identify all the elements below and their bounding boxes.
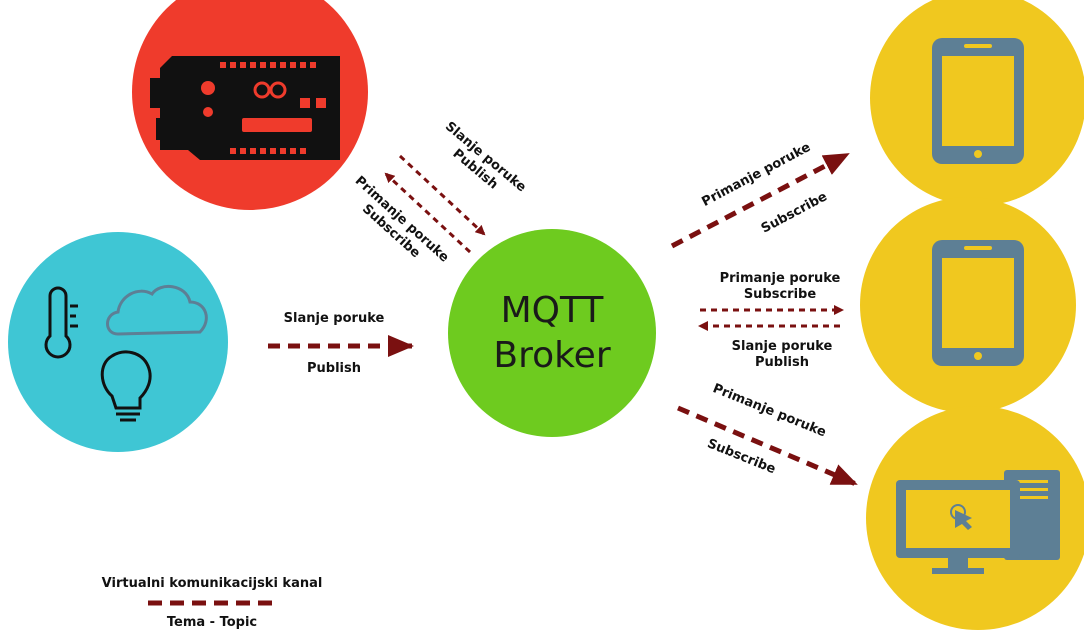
label-sensors-publish-2: Publish [307, 361, 361, 376]
arrow-phone-top-subscribe [670, 151, 850, 249]
cloud-icon [106, 285, 208, 336]
label-phone-top-1: Primanje poruke [700, 140, 814, 210]
label-phone-mid-sub-2: Subscribe [744, 287, 817, 302]
arduino-board-icon [150, 56, 340, 160]
desktop-computer-icon [896, 470, 1060, 574]
label-phone-mid-sub-1: Primanje poruke [720, 271, 841, 286]
arduino-node [132, 0, 368, 210]
label-sensors-publish-1: Slanje poruke [284, 311, 385, 326]
legend-caption: Tema - Topic [167, 615, 257, 630]
lightbulb-icon [100, 350, 152, 422]
label-phone-mid-pub-2: Publish [755, 355, 809, 370]
smartphone-icon [932, 38, 1024, 164]
legend-title: Virtualni komunikacijski kanal [102, 576, 323, 591]
smartphone-icon [932, 240, 1024, 366]
arrow-computer-subscribe [677, 405, 858, 487]
label-computer-2: Subscribe [705, 436, 778, 477]
sensors-node [8, 232, 228, 452]
computer-node [866, 406, 1084, 630]
mqtt-broker: MQTT Broker [448, 229, 656, 437]
thermometer-icon [44, 286, 78, 359]
phone-mid-node [860, 197, 1076, 413]
phone-top-node [870, 0, 1084, 206]
label-phone-mid-pub-1: Slanje poruke [732, 339, 833, 354]
label-computer-1: Primanje poruke [711, 381, 829, 440]
arrow-arduino-subscribe [384, 172, 472, 254]
broker-title-line2: Broker [493, 335, 610, 376]
broker-title-line1: MQTT [501, 290, 605, 331]
arrow-arduino-publish [398, 154, 486, 236]
arrows [148, 151, 858, 606]
